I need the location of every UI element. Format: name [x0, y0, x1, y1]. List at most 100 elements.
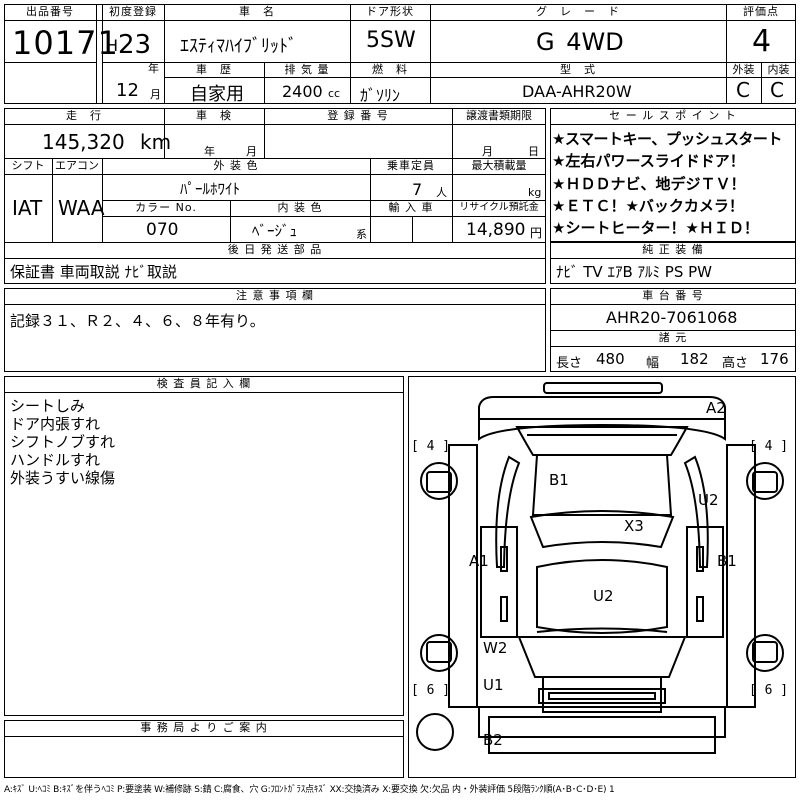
shift-type: IAT — [12, 196, 43, 220]
exterior-color-label: 外 装 色 — [213, 159, 259, 172]
inspection-month-unit: 月 — [246, 145, 257, 158]
recycle-label: リサイクル預託金 — [459, 202, 539, 213]
exterior-score: C — [736, 78, 750, 102]
exterior-color: ﾊﾟｰﾙﾎﾜｲﾄ — [180, 180, 241, 198]
width-label: 幅 — [646, 356, 660, 371]
transfer-deadline-label: 譲渡書類期限 — [466, 109, 532, 122]
history: 自家用 — [190, 84, 244, 105]
grade: G 4WD — [536, 28, 624, 56]
era: H — [106, 36, 119, 55]
notes-box — [4, 288, 546, 372]
equipment-box — [550, 242, 796, 284]
tire-rear-right: [ 6 ] — [749, 683, 789, 698]
sales-point: ★ＥＴＣ！★バックカメラ！ — [552, 197, 744, 215]
grade-label: グ レ ー ド — [536, 5, 620, 18]
damage-mark: A2 — [706, 399, 726, 417]
later-parts-label: 後 日 発 送 部 品 — [227, 243, 323, 256]
tire-front-right: [ 4 ] — [749, 439, 789, 454]
door-type: 5SW — [366, 28, 416, 53]
color-no: 070 — [146, 220, 179, 240]
first-registration-label: 初度登録 — [109, 5, 157, 18]
inspection-year-unit: 年 — [204, 145, 215, 158]
score: 4 — [752, 24, 772, 59]
height-label: 高さ — [722, 356, 749, 371]
damage-mark: X3 — [624, 517, 644, 535]
damage-mark: B1 — [717, 552, 737, 570]
sales-point: ★シートヒーター！★ＨＩＤ！ — [552, 219, 759, 237]
car-outline — [416, 382, 784, 754]
year-unit: 年 — [148, 62, 159, 75]
history-label: 車 歴 — [196, 63, 232, 76]
registration-month: 12 — [116, 80, 139, 101]
detail-table — [4, 108, 546, 284]
inspector-note: 外装うすい線傷 — [10, 469, 116, 487]
lot-no-label: 出品番号 — [26, 5, 74, 18]
damage-mark: B2 — [483, 731, 503, 749]
shift-label: シフト — [11, 159, 45, 172]
capacity: 7 — [412, 180, 423, 199]
dimensions-label: 諸 元 — [658, 331, 688, 344]
chassis-label: 車 台 番 号 — [642, 289, 704, 302]
tire-rear-left: [ 6 ] — [411, 683, 451, 698]
sales-point: ★左右パワースライドドア！ — [552, 152, 745, 170]
transfer-day-unit: 日 — [528, 145, 539, 158]
sales-points-label: セ ー ル ス ポ イ ン ト — [609, 109, 737, 122]
ac-type: WAA — [58, 196, 105, 220]
fuel: ｶﾞｿﾘﾝ — [360, 86, 401, 105]
equipment-list: ﾅﾋﾞ TV ｴｱB ｱﾙﾐ PS PW — [556, 263, 712, 281]
displacement-label: 排 気 量 — [284, 63, 330, 76]
inspector-note: ドア内張すれ — [10, 415, 101, 433]
transfer-month-unit: 月 — [482, 145, 493, 158]
inspector-label: 検 査 員 記 入 欄 — [156, 377, 252, 390]
door-label: ドア形状 — [366, 5, 414, 18]
interior-color-suffix: 系 — [356, 228, 367, 241]
registration-year: 23 — [118, 30, 152, 60]
office-label: 事 務 局 よ り ご 案 内 — [140, 721, 268, 734]
damage-mark: W2 — [483, 639, 508, 657]
interior-color: ﾍﾞｰｼﾞｭ — [252, 222, 298, 240]
mileage: 145,320 — [42, 130, 125, 154]
header-table — [4, 4, 796, 104]
chassis-number: AHR20-7061068 — [606, 308, 738, 327]
mileage-label: 走 行 — [66, 109, 102, 122]
interior-score: C — [770, 78, 784, 102]
inspector-note: シートしみ — [10, 397, 86, 415]
capacity-label: 乗車定員 — [387, 159, 435, 172]
damage-mark: B1 — [549, 471, 569, 489]
height-value: 176 — [760, 350, 789, 368]
car-name-label: 車 名 — [239, 5, 275, 18]
month-unit: 月 — [150, 88, 161, 101]
color-no-label: カラー No. — [135, 201, 197, 214]
length-label: 長さ — [556, 356, 583, 371]
inspector-note: ハンドルすれ — [10, 451, 101, 469]
damage-mark: U2 — [593, 587, 614, 605]
displacement: 2400 — [282, 82, 323, 101]
later-parts: 保証書 車両取説 ﾅﾋﾞ取説 — [10, 263, 178, 281]
inspector-box — [4, 376, 404, 716]
notes-label: 注 意 事 項 欄 — [236, 289, 314, 302]
capacity-unit: 人 — [436, 186, 447, 199]
recycle-deposit: 14,890 — [466, 220, 526, 240]
interior-color-label: 内 装 色 — [277, 201, 323, 214]
interior-score-label: 内装 — [767, 63, 790, 76]
max-load-unit: kg — [528, 186, 542, 199]
exterior-score-label: 外装 — [732, 63, 755, 76]
equipment-label: 純 正 装 備 — [642, 243, 704, 256]
lot-no: 10171 — [12, 24, 119, 62]
damage-mark: U2 — [698, 491, 719, 509]
office-box — [4, 720, 404, 778]
car-name: ｴｽﾃｨﾏﾊｲﾌﾞﾘｯﾄﾞ — [180, 36, 297, 57]
recycle-unit: 円 — [530, 226, 543, 240]
damage-mark: A1 — [469, 552, 489, 570]
damage-diagram: [ 4 ] [ 4 ] [ 6 ] [ 6 ] A2 B1 U2 X3 A1 B… — [408, 376, 796, 778]
inspector-note: シフトノブすれ — [10, 433, 116, 451]
legend: A:ｷｽﾞ U:ﾍｺﾐ B:ｷｽﾞを伴うﾍｺﾐ P:要塗装 W:補修跡 S:錆 … — [4, 785, 615, 795]
plate-label: 登 録 番 号 — [327, 109, 389, 122]
model-label: 型 式 — [560, 63, 596, 76]
max-load-label: 最大積載量 — [471, 159, 527, 172]
inspection-label: 車 検 — [196, 109, 232, 122]
length-value: 480 — [596, 350, 625, 368]
notes-text: 記録３１、Ｒ２、４、６、８年有り。 — [10, 312, 265, 330]
ac-label: エアコン — [55, 159, 99, 172]
sales-points-box — [550, 108, 796, 242]
